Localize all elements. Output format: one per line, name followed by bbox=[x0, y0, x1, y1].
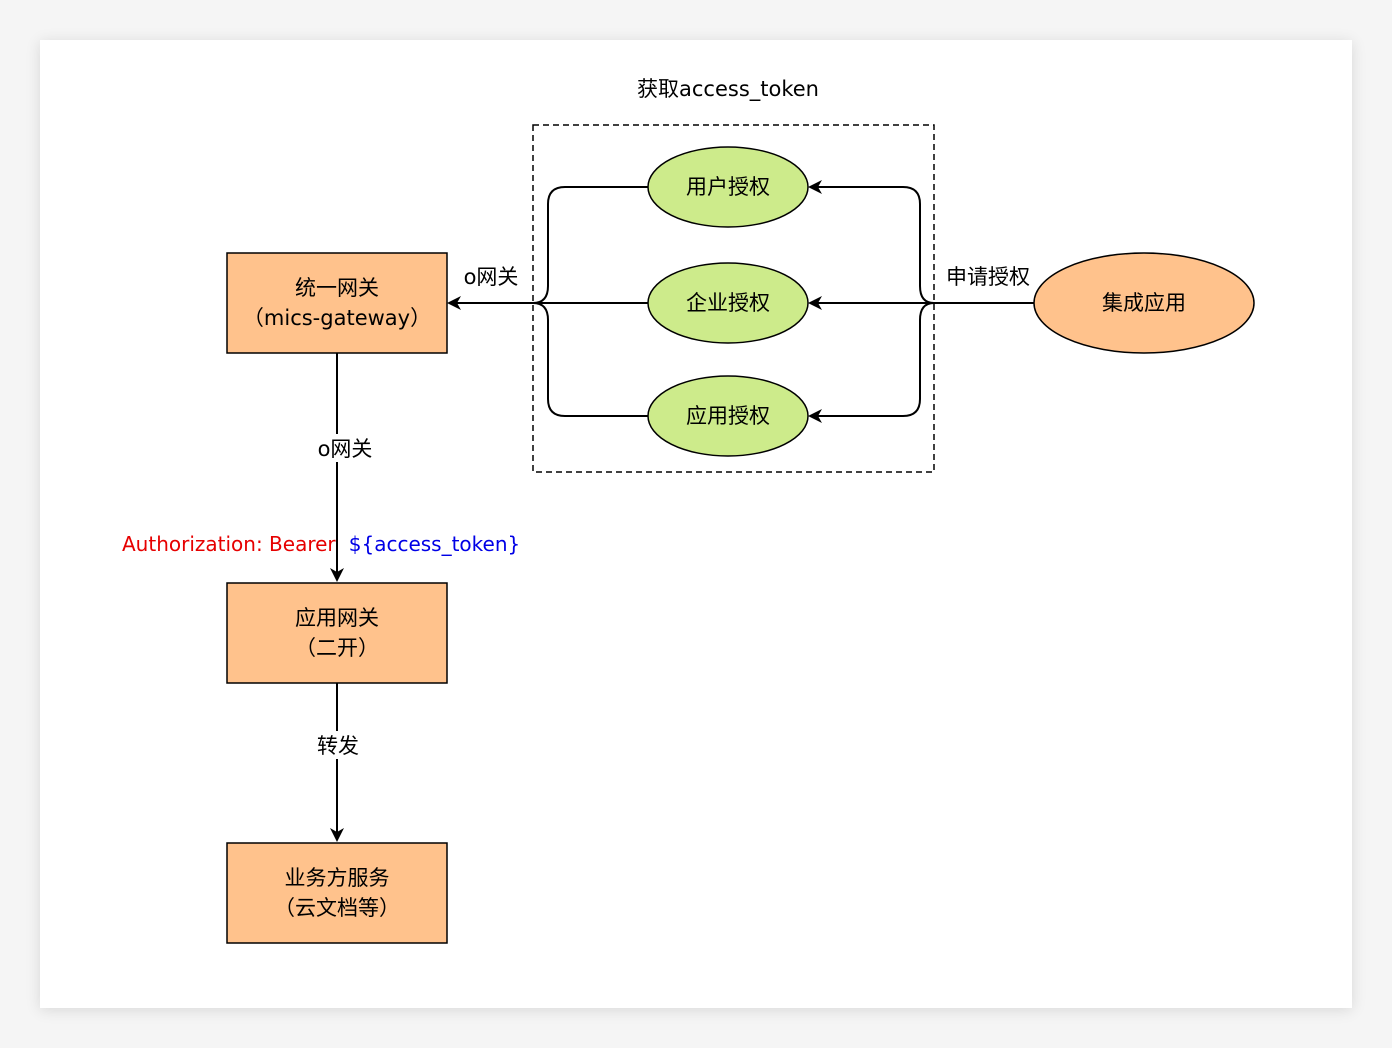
node-app-gateway-line1: 应用网关 bbox=[295, 606, 379, 630]
edge-label-bg bbox=[313, 731, 361, 759]
node-user-auth[interactable]: 用户授权 bbox=[647, 146, 809, 228]
node-business-service-line2: （云文档等） bbox=[274, 896, 400, 920]
node-integrated-app-label: 集成应用 bbox=[1102, 291, 1186, 315]
node-enterprise-auth[interactable]: 企业授权 bbox=[647, 262, 809, 344]
node-enterprise-auth-label: 企业授权 bbox=[686, 291, 770, 315]
node-app-auth[interactable]: 应用授权 bbox=[647, 375, 809, 457]
node-app-gateway-line2: （二开） bbox=[295, 636, 379, 660]
node-user-auth-label: 用户授权 bbox=[686, 175, 770, 199]
node-app-gateway[interactable]: 应用网关 （二开） bbox=[226, 582, 448, 684]
edge-label-request-auth: 申请授权 bbox=[946, 265, 1030, 289]
edge-user-auth-to-brace bbox=[532, 186, 648, 304]
node-unified-gateway-line1: 统一网关 bbox=[295, 276, 379, 300]
node-business-service[interactable]: 业务方服务 （云文档等） bbox=[226, 842, 448, 944]
auth-header-scheme: Authorization: Bearer bbox=[122, 532, 336, 556]
edge-app-auth-to-brace bbox=[532, 302, 648, 417]
edge-label-bg bbox=[313, 434, 361, 462]
node-app-auth-label: 应用授权 bbox=[686, 404, 770, 428]
auth-header-label: Authorization: Bearer ${access_token} bbox=[122, 532, 520, 556]
auth-header-token: ${access_token} bbox=[349, 532, 521, 556]
flow-diagram: 获取access_token o网关 申请授权 o网关 转发 Authoriza… bbox=[122, 77, 1255, 944]
edge-brace-to-app-auth bbox=[808, 302, 935, 423]
edge-label-to-gateway: o网关 bbox=[464, 265, 519, 289]
edge-label-forward: 转发 bbox=[317, 734, 359, 758]
node-business-service-line1: 业务方服务 bbox=[285, 866, 390, 890]
node-integrated-app[interactable]: 集成应用 bbox=[1033, 252, 1255, 354]
node-unified-gateway[interactable]: 统一网关 （mics-gateway） bbox=[226, 252, 448, 354]
edge-label-gateway-down: o网关 bbox=[318, 437, 373, 461]
node-unified-gateway-line2: （mics-gateway） bbox=[243, 306, 431, 330]
edge-brace-to-user-auth bbox=[808, 180, 935, 304]
diagram-title: 获取access_token bbox=[637, 77, 819, 102]
diagram-canvas: 获取access_token o网关 申请授权 o网关 转发 Authoriza… bbox=[40, 40, 1352, 1008]
access-token-group-box bbox=[532, 124, 935, 473]
